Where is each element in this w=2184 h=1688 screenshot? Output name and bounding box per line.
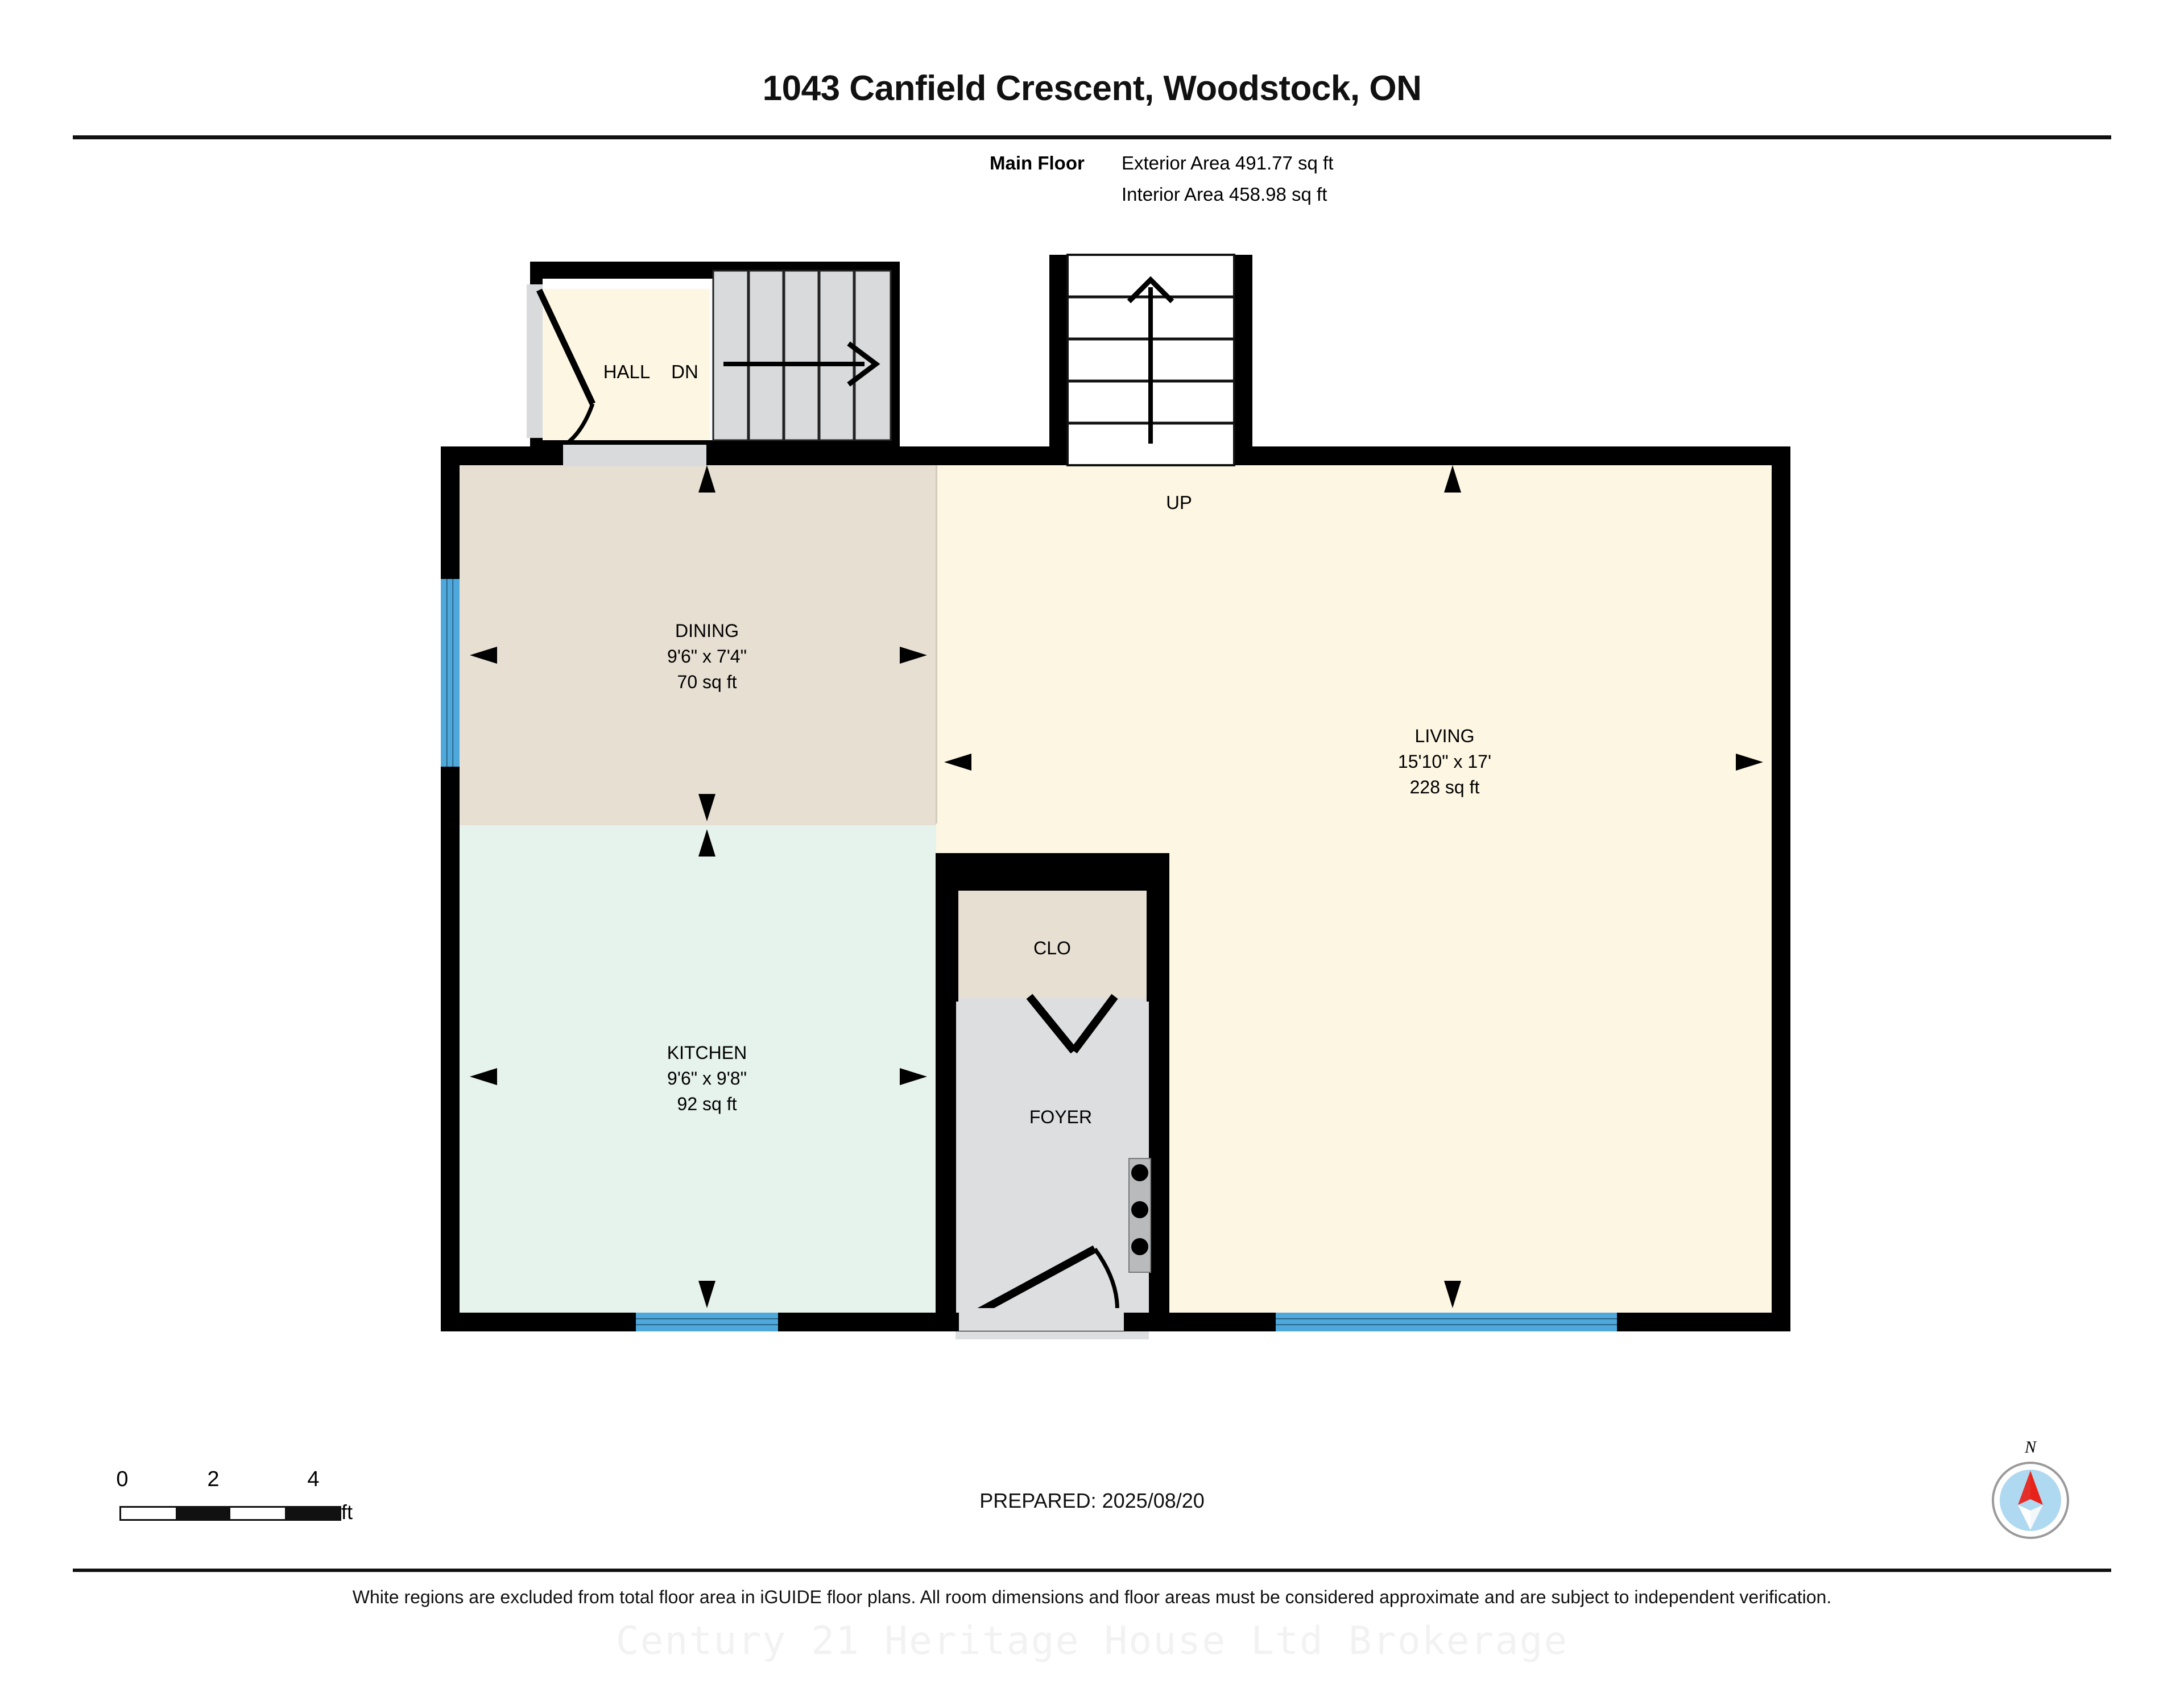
up-stair-left-wall: [1049, 255, 1068, 465]
railing-post-detail: [1128, 1158, 1151, 1273]
down-stairs: [712, 270, 892, 441]
window-living-south[interactable]: [1276, 1313, 1617, 1331]
exterior-area: Exterior Area 491.77 sq ft: [1122, 152, 1334, 173]
closet-left-jamb: [936, 891, 958, 1002]
dim-arrow-living-bottom: [1444, 1281, 1461, 1308]
hall-label: HALL: [603, 361, 651, 382]
foyer-room-fill: [956, 998, 1149, 1339]
footer-divider: [73, 1569, 2111, 1572]
dining-living-divider: [936, 465, 937, 824]
dim-arrow-kitchen-right: [900, 1068, 927, 1085]
dim-arrow-dining-right: [900, 647, 927, 664]
scale-segment-1: [121, 1508, 176, 1519]
scale-tick-2: 2: [207, 1467, 220, 1491]
scale-tick-0: 0: [116, 1467, 129, 1491]
living-room-fill-upper: [936, 460, 1772, 824]
floor-label: Main Floor: [990, 152, 1085, 173]
closet-right-jamb: [1147, 891, 1169, 1002]
closet-label: CLO: [1033, 938, 1071, 958]
scale-unit-label: ft: [341, 1500, 353, 1524]
dim-arrow-living-top: [1444, 465, 1461, 493]
up-stairs: [1066, 254, 1235, 466]
brokerage-watermark: Century 21 Heritage House Ltd Brokerage: [615, 1619, 1569, 1664]
scale-segment-4: [285, 1508, 340, 1519]
window-dining-west[interactable]: [441, 579, 460, 767]
up-stair-right-wall: [1234, 255, 1252, 465]
dim-arrow-dining-bottom: [698, 794, 715, 821]
scale-bar-ticks: 0 2 4: [102, 1467, 364, 1496]
foyer-door-threshold: [959, 1308, 1124, 1331]
hall-room-fill: [539, 289, 710, 446]
dining-room-dimensions: 9'6" x 7'4": [667, 646, 747, 667]
living-room-name: LIVING: [1415, 726, 1475, 746]
dining-room-name: DINING: [675, 620, 739, 641]
compass-icon: [1992, 1462, 2069, 1539]
dim-arrow-living-right: [1736, 754, 1763, 771]
dim-arrow-kitchen-left: [470, 1068, 497, 1085]
scale-bar: [119, 1506, 341, 1521]
compass-north-label: N: [2024, 1438, 2036, 1457]
floor-summary: Main Floor Exterior Area 491.77 sq ft In…: [990, 154, 1786, 216]
dim-arrow-dining-left: [470, 647, 497, 664]
scale-tick-4: 4: [307, 1467, 320, 1491]
living-room-area: 228 sq ft: [1410, 777, 1480, 797]
window-kitchen-south[interactable]: [636, 1313, 778, 1331]
header-divider: [73, 135, 2111, 139]
closet-bifold-doors: [1026, 994, 1118, 1054]
closet-fill: [956, 889, 1149, 998]
prepared-date: PREPARED: 2025/08/20: [979, 1489, 1205, 1512]
interior-area: Interior Area 458.98 sq ft: [1122, 184, 1327, 205]
hall-door-opening: [527, 284, 543, 438]
dining-room-area: 70 sq ft: [677, 672, 737, 692]
kitchen-room-fill: [460, 825, 936, 1313]
dim-arrow-kitchen-top: [698, 829, 715, 857]
page-title: 1043 Canfield Crescent, Woodstock, ON: [762, 69, 1422, 108]
living-room-dimensions: 15'10" x 17': [1398, 751, 1491, 772]
hall-door-swing: [533, 288, 595, 456]
dim-arrow-living-left: [944, 754, 971, 771]
kitchen-room-name: KITCHEN: [667, 1042, 747, 1063]
kitchen-room-dimensions: 9'6" x 9'8": [667, 1068, 747, 1089]
dim-arrow-kitchen-bottom: [698, 1281, 715, 1308]
down-stairs-label: DN: [671, 361, 698, 382]
disclaimer-text: White regions are excluded from total fl…: [352, 1587, 1832, 1607]
closet-head-wall: [936, 853, 1169, 891]
scale-segment-2: [176, 1508, 230, 1519]
scale-segment-3: [230, 1508, 285, 1519]
dim-arrow-dining-top: [698, 465, 715, 493]
up-stairs-label: UP: [1166, 492, 1192, 513]
foyer-label: FOYER: [1029, 1107, 1092, 1127]
kitchen-room-area: 92 sq ft: [677, 1094, 737, 1114]
dining-room-fill: [460, 460, 936, 825]
hall-dining-opening: [563, 445, 706, 466]
compass-rose: N: [1974, 1438, 2087, 1563]
